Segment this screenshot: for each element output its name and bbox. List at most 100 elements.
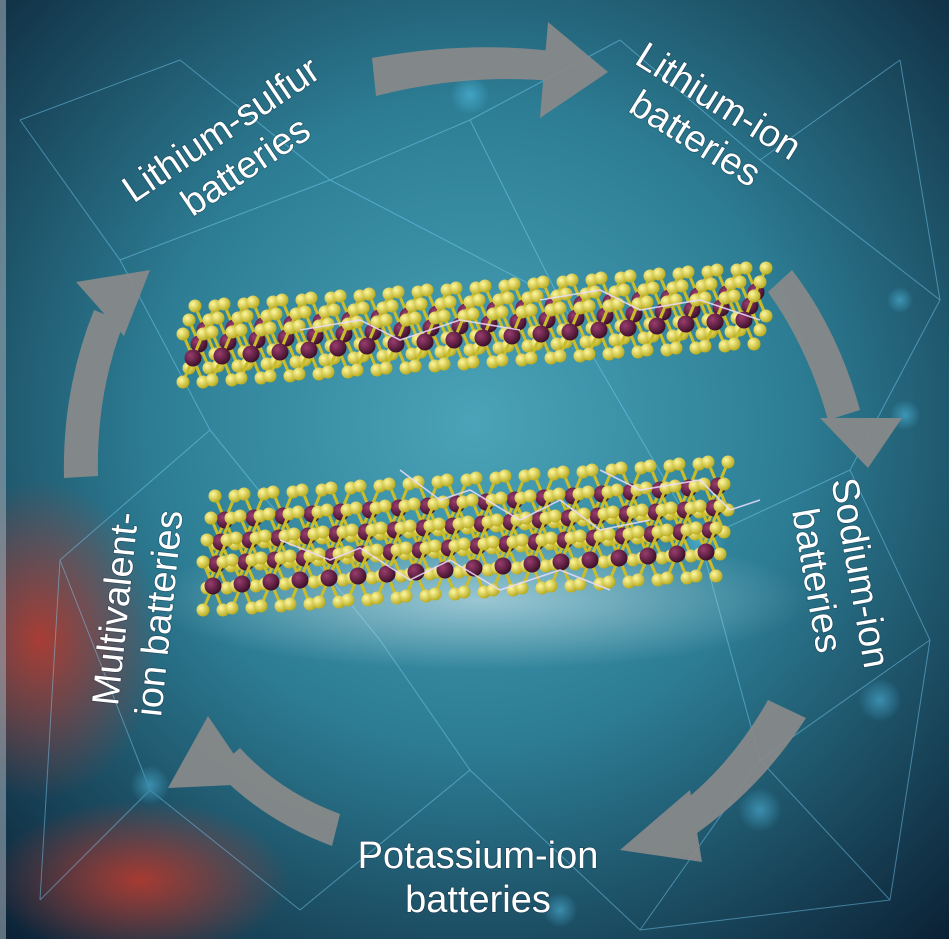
sulfur-atom — [498, 469, 512, 483]
sulfur-atom — [640, 295, 654, 309]
sulfur-atom — [536, 275, 550, 289]
metal-atom — [590, 321, 608, 339]
sulfur-atom — [717, 477, 731, 491]
sulfur-atom — [466, 307, 480, 321]
sulfur-atom — [733, 275, 747, 289]
metal-atom — [494, 557, 512, 575]
sulfur-atom — [668, 479, 682, 493]
metal-atom — [639, 547, 657, 565]
sulfur-atom — [640, 343, 654, 357]
sulfur-atom — [523, 489, 537, 503]
sulfur-atom — [283, 549, 297, 563]
sulfur-atom — [428, 539, 442, 553]
sulfur-atom — [739, 261, 753, 275]
bottom-crystal-layer — [196, 455, 735, 617]
sulfur-atom — [350, 363, 364, 377]
network-line — [329, 119, 471, 181]
sulfur-atom — [437, 309, 451, 323]
network-node — [542, 892, 578, 928]
sulfur-atom — [643, 459, 657, 473]
metal-atom — [474, 329, 492, 347]
metal-atom — [378, 565, 396, 583]
network-line — [119, 179, 331, 261]
metal-atom — [291, 571, 309, 589]
sulfur-atom — [713, 499, 727, 513]
metal-atom — [320, 569, 338, 587]
sulfur-atom — [594, 271, 608, 285]
sulfur-atom — [432, 517, 446, 531]
spark — [299, 319, 521, 341]
background-red-glow-left — [0, 480, 160, 800]
network-line — [469, 769, 641, 931]
metal-atom — [213, 347, 231, 365]
sulfur-atom — [478, 279, 492, 293]
metal-atom — [204, 577, 222, 595]
network-line — [59, 559, 151, 791]
network-line — [19, 119, 121, 261]
sulfur-atom — [669, 341, 683, 355]
sulfur-atom — [291, 505, 305, 519]
network-line — [469, 119, 561, 301]
top-crystal-layer — [176, 261, 773, 389]
sulfur-atom — [610, 483, 624, 497]
sulfur-atom — [374, 521, 388, 535]
sulfur-atom — [472, 293, 486, 307]
sulfur-atom — [304, 291, 318, 305]
sulfur-atom — [623, 269, 637, 283]
sulfur-atom — [698, 339, 712, 353]
sulfur-atom — [211, 311, 225, 325]
sulfur-atom — [507, 277, 521, 291]
sulfur-atom — [200, 533, 214, 547]
sulfur-atom — [602, 575, 616, 589]
metal-atom — [271, 343, 289, 361]
sulfur-atom — [660, 523, 674, 537]
spark — [539, 289, 761, 321]
sulfur-atom — [727, 337, 741, 351]
sulfur-atom — [204, 511, 218, 525]
sulfur-atom — [350, 315, 364, 329]
network-line — [59, 429, 211, 561]
metal-atom — [445, 331, 463, 349]
metal-atom — [610, 549, 628, 567]
sulfur-atom — [443, 295, 457, 309]
sulfur-atom — [689, 569, 703, 583]
sulfur-atom — [408, 311, 422, 325]
sulfur-atom — [553, 349, 567, 363]
sulfur-atom — [573, 577, 587, 591]
cycle-arrows — [63, 22, 902, 862]
metal-atom — [416, 333, 434, 351]
label-potassium-ion-line2: batteries — [405, 879, 551, 921]
sulfur-atom — [457, 585, 471, 599]
sulfur-atom — [262, 507, 276, 521]
sulfur-atom — [188, 299, 202, 313]
network-line — [19, 59, 181, 121]
sulfur-atom — [408, 359, 422, 373]
sulfur-atom — [495, 353, 509, 367]
sulfur-atom — [283, 597, 297, 611]
sulfur-atom — [378, 499, 392, 513]
metal-atom — [349, 567, 367, 585]
network-line — [899, 59, 941, 301]
sulfur-atom — [196, 555, 210, 569]
sulfur-atom — [420, 283, 434, 297]
arrow-bottom-left — [168, 716, 340, 846]
sulfur-atom — [234, 371, 248, 385]
sulfur-atom — [370, 591, 384, 605]
sulfur-atom — [208, 489, 222, 503]
sulfur-atom — [295, 483, 309, 497]
sulfur-atom — [407, 497, 421, 511]
sulfur-atom — [449, 281, 463, 295]
sulfur-atom — [544, 531, 558, 545]
sulfur-atom — [246, 295, 260, 309]
metal-atom — [668, 545, 686, 563]
network-line — [849, 469, 931, 641]
sulfur-atom — [753, 323, 767, 337]
sulfur-atom — [713, 547, 727, 561]
network-line — [329, 179, 561, 301]
metal-atom — [523, 555, 541, 573]
sulfur-atom — [494, 491, 508, 505]
sulfur-atom — [588, 285, 602, 299]
sulfur-atom — [759, 261, 773, 275]
sulfur-atom — [465, 493, 479, 507]
